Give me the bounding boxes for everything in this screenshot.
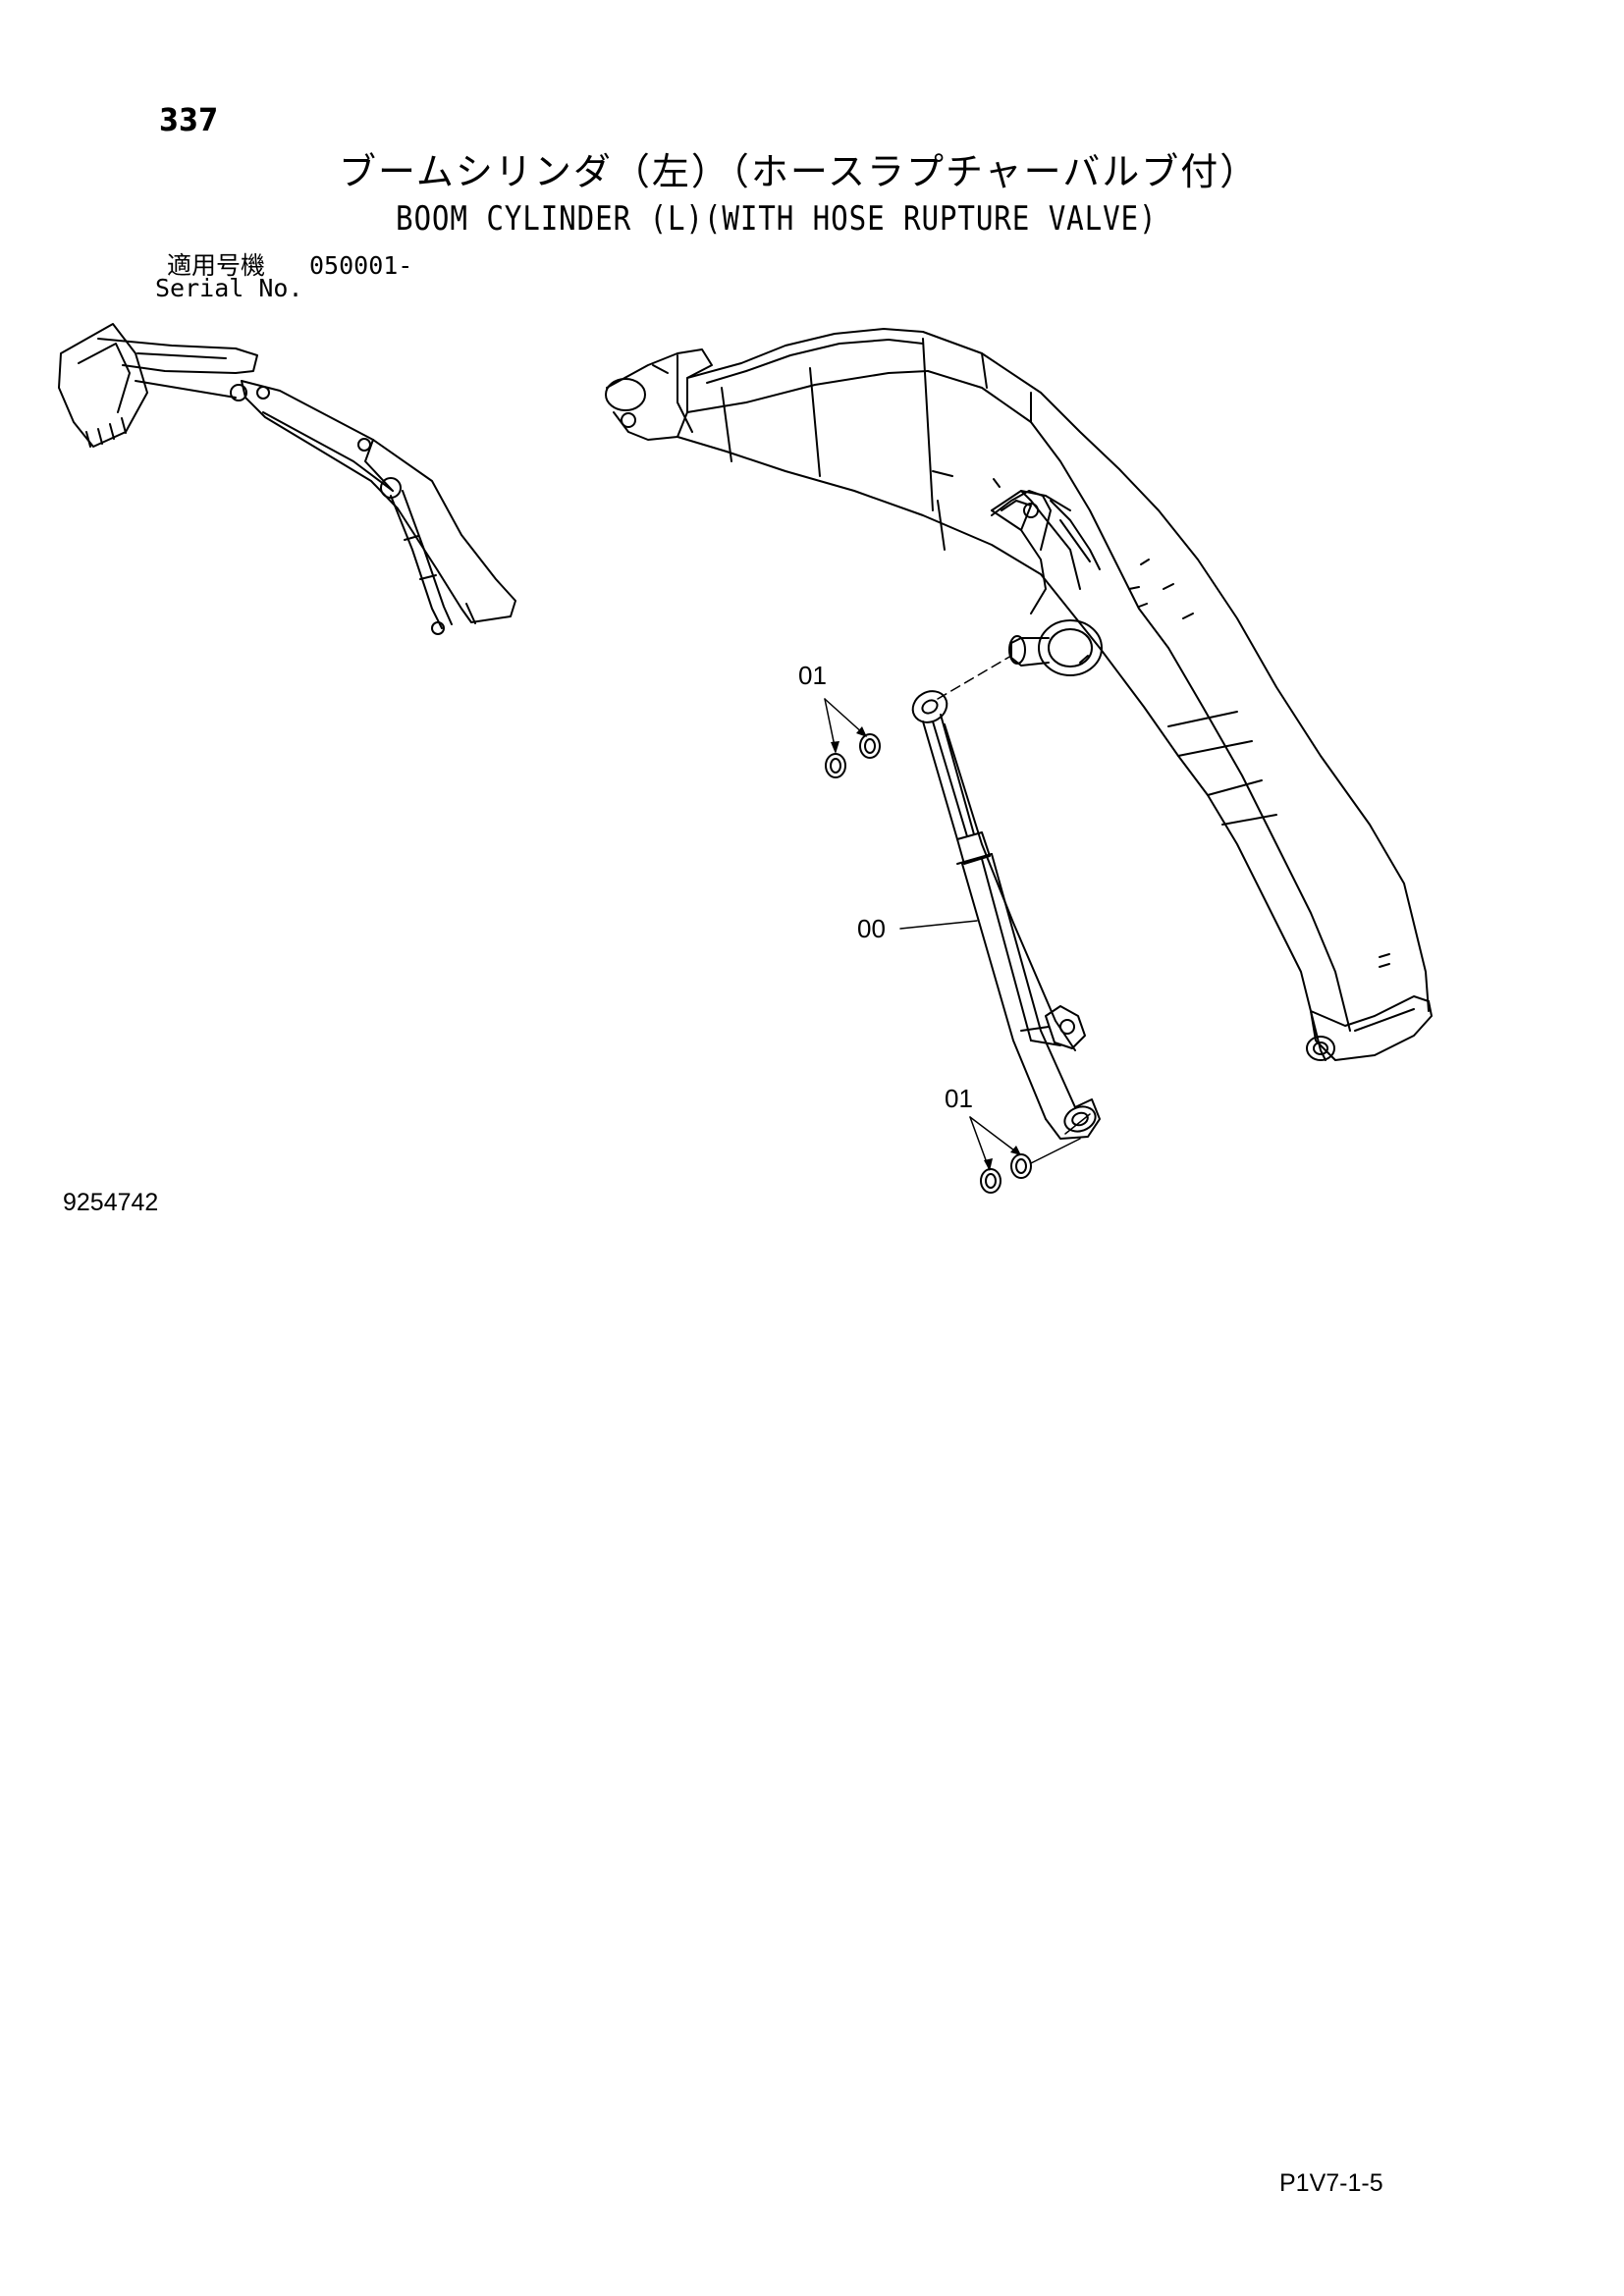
title-japanese: ブームシリンダ（左）（ホースラプチャーバルブ付）: [339, 150, 1260, 193]
leader-lines: [824, 698, 1019, 1169]
boom-cylinder-00: [911, 655, 1101, 1140]
drawing-number: 9254742: [63, 1189, 159, 1216]
callout-01-top: 01: [798, 661, 827, 690]
pin-bushings-bottom: [980, 1138, 1081, 1194]
sheet-code: P1V7-1-5: [1279, 2169, 1383, 2197]
serial-label-japanese: 適用号機: [167, 251, 266, 280]
callout-00-cylinder: 00: [857, 914, 886, 943]
title-english: BOOM CYLINDER (L)(WITH HOSE RUPTURE VALV…: [396, 199, 1158, 239]
page-number: 337: [159, 101, 219, 138]
overview-machine-illustration: [58, 323, 516, 635]
serial-number-value: 050001-: [309, 251, 413, 280]
serial-label-english: Serial No.: [155, 274, 303, 302]
boom-illustration: [605, 328, 1433, 1061]
callout-01-bottom: 01: [945, 1084, 973, 1113]
